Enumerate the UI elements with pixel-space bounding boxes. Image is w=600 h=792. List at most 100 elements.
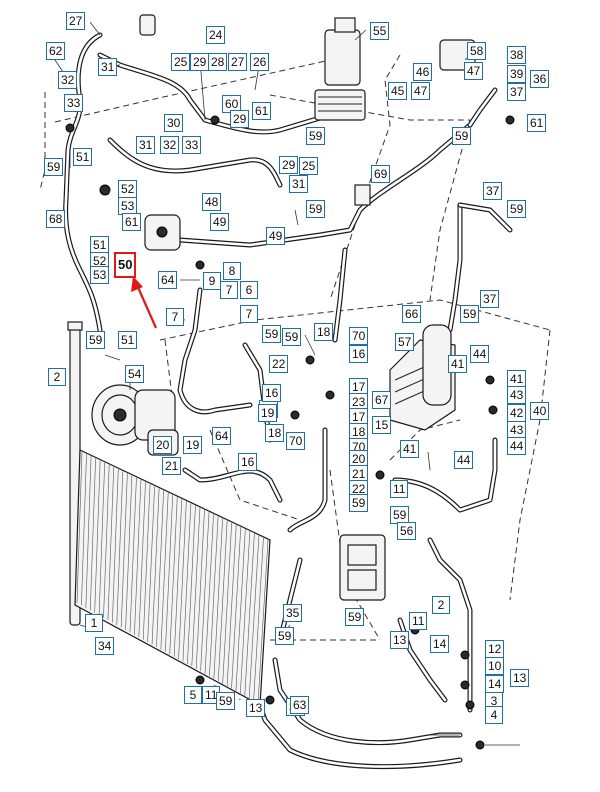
part-callout-19: 19 bbox=[258, 404, 278, 422]
part-callout-25: 25 bbox=[171, 53, 191, 71]
part-callout-4: 4 bbox=[485, 706, 503, 724]
condenser-fin bbox=[209, 516, 219, 677]
part-callout-44: 44 bbox=[454, 451, 474, 469]
condenser-fin bbox=[85, 456, 92, 608]
part-callout-11: 11 bbox=[409, 612, 428, 630]
condenser-fin bbox=[142, 484, 151, 640]
part-callout-2: 2 bbox=[48, 368, 66, 386]
part-callout-59: 59 bbox=[216, 692, 236, 710]
part-callout-46: 46 bbox=[413, 63, 433, 81]
part-callout-17: 17 bbox=[349, 408, 369, 426]
condenser-fin bbox=[116, 471, 124, 625]
part-callout-29: 29 bbox=[279, 156, 299, 174]
condenser-fin bbox=[231, 527, 242, 689]
condenser-fin bbox=[81, 454, 87, 606]
condenser-fin bbox=[240, 531, 251, 694]
part-callout-52: 52 bbox=[118, 180, 138, 198]
part-callout-33: 33 bbox=[64, 94, 84, 112]
condenser-fin bbox=[103, 464, 110, 618]
part-callout-41: 41 bbox=[400, 440, 420, 458]
part-callout-59: 59 bbox=[44, 158, 64, 176]
condenser-fin bbox=[222, 522, 233, 684]
condenser-fin bbox=[178, 501, 187, 660]
valve-block-part bbox=[139, 14, 476, 601]
part-callout-37: 37 bbox=[480, 290, 500, 308]
condenser-part bbox=[74, 449, 271, 706]
part-callout-37: 37 bbox=[483, 182, 503, 200]
part-callout-16: 16 bbox=[262, 384, 282, 402]
part-callout-35: 35 bbox=[283, 604, 303, 622]
part-callout-53: 53 bbox=[90, 266, 110, 284]
condenser-fin bbox=[257, 539, 269, 704]
part-callout-29: 29 bbox=[190, 53, 210, 71]
part-callout-32: 32 bbox=[160, 136, 180, 154]
part-callout-2: 2 bbox=[432, 596, 450, 614]
condenser-fin bbox=[195, 509, 205, 669]
part-callout-43: 43 bbox=[507, 421, 527, 439]
part-callout-59: 59 bbox=[275, 627, 295, 645]
part-callout-12: 12 bbox=[485, 640, 505, 658]
part-callout-55: 55 bbox=[370, 22, 390, 40]
part-callout-11: 11 bbox=[390, 480, 409, 498]
expansion-valve-part bbox=[314, 17, 366, 121]
part-callout-57: 57 bbox=[395, 333, 415, 351]
condenser-fin bbox=[164, 494, 174, 652]
part-callout-34: 34 bbox=[95, 637, 115, 655]
condenser-fin bbox=[107, 467, 115, 621]
part-callout-31: 31 bbox=[289, 175, 309, 193]
highlighted-part-callout: 50 bbox=[114, 252, 137, 278]
part-callout-20: 20 bbox=[349, 450, 369, 468]
condenser-fin bbox=[182, 503, 192, 662]
condenser-fin bbox=[151, 488, 160, 645]
condenser-fin bbox=[112, 469, 119, 623]
part-callout-17: 17 bbox=[349, 378, 369, 396]
condenser-fin bbox=[235, 529, 246, 691]
condenser-fin bbox=[89, 458, 96, 611]
part-callout-67: 67 bbox=[372, 391, 392, 409]
condenser-fin bbox=[147, 486, 155, 643]
part-callout-51: 51 bbox=[118, 331, 138, 349]
part-callout-27: 27 bbox=[228, 53, 248, 71]
part-callout-62: 62 bbox=[46, 42, 66, 60]
part-callout-22: 22 bbox=[349, 480, 369, 498]
part-callout-18: 18 bbox=[314, 323, 334, 341]
condenser-fin bbox=[169, 497, 178, 655]
part-callout-58: 58 bbox=[467, 42, 487, 60]
part-callout-9: 9 bbox=[203, 272, 221, 290]
part-callout-44: 44 bbox=[507, 437, 527, 455]
part-callout-59: 59 bbox=[507, 200, 527, 218]
part-callout-59: 59 bbox=[306, 127, 326, 145]
part-callout-66: 66 bbox=[402, 305, 422, 323]
condenser-fin bbox=[213, 518, 223, 679]
part-callout-49: 49 bbox=[210, 213, 230, 231]
part-callout-41: 41 bbox=[448, 355, 468, 373]
part-callout-56: 56 bbox=[397, 522, 417, 540]
condenser-fin bbox=[120, 473, 128, 628]
condenser-fin bbox=[253, 537, 264, 701]
part-callout-32: 32 bbox=[58, 71, 78, 89]
condenser-fin bbox=[226, 524, 237, 686]
part-callout-15: 15 bbox=[372, 416, 392, 434]
part-callout-6: 6 bbox=[240, 281, 258, 299]
condenser-fin bbox=[200, 512, 210, 672]
part-callout-18: 18 bbox=[349, 423, 369, 441]
part-callout-69: 69 bbox=[371, 165, 391, 183]
part-callout-59: 59 bbox=[460, 305, 480, 323]
condenser-fin bbox=[160, 492, 169, 650]
condenser-fin bbox=[129, 477, 137, 633]
part-callout-61: 61 bbox=[122, 213, 142, 231]
part-callout-59: 59 bbox=[282, 328, 302, 346]
part-callout-28: 28 bbox=[208, 53, 228, 71]
part-callout-70: 70 bbox=[349, 327, 369, 345]
part-callout-64: 64 bbox=[158, 271, 178, 289]
part-callout-51: 51 bbox=[90, 236, 110, 254]
part-callout-42: 42 bbox=[507, 404, 527, 422]
part-callout-59: 59 bbox=[452, 127, 472, 145]
part-callout-16: 16 bbox=[349, 345, 369, 363]
part-callout-29: 29 bbox=[230, 110, 250, 128]
part-callout-22: 22 bbox=[269, 355, 289, 373]
part-callout-70: 70 bbox=[286, 432, 306, 450]
part-callout-59: 59 bbox=[306, 200, 326, 218]
part-callout-41: 41 bbox=[507, 370, 527, 388]
compressor-part bbox=[91, 384, 179, 456]
